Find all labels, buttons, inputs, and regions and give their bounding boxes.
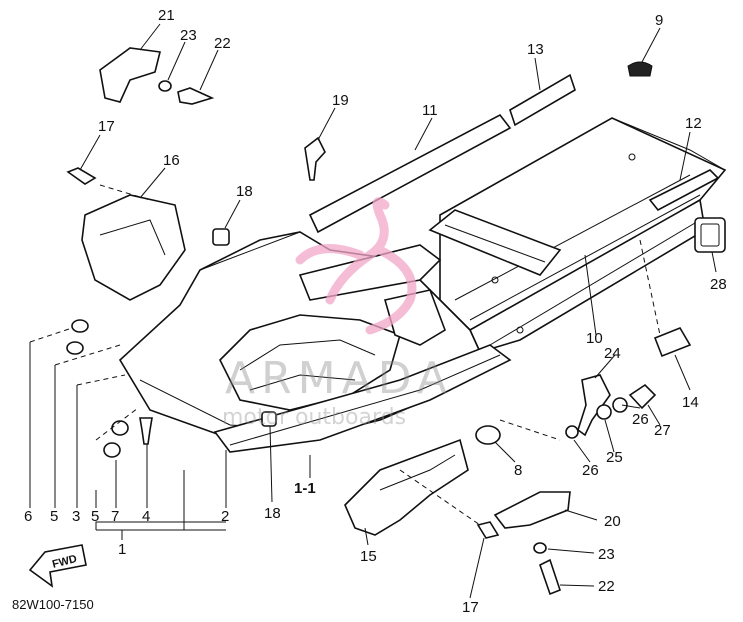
- part-13-strip: [509, 73, 576, 127]
- callout-27: 27: [654, 422, 671, 439]
- callout-18-top: 18: [236, 183, 253, 200]
- callout-1: 1: [118, 541, 126, 558]
- callout-28: 28: [710, 276, 727, 293]
- callout-labels: 21 23 22 17 16 18 19 11 13 9 12 28 10 14…: [24, 7, 727, 616]
- callout-12: 12: [685, 115, 702, 132]
- callout-22-lower: 22: [598, 578, 615, 595]
- part-12-trim: [648, 169, 720, 212]
- part-24-lever: [577, 374, 611, 437]
- callout-11: 11: [422, 102, 438, 119]
- callout-7: 7: [111, 508, 119, 525]
- callout-18-lower: 18: [264, 505, 281, 522]
- part-27-bolt: [628, 383, 657, 410]
- watermark-brand: ARMADA: [225, 353, 453, 404]
- fwd-label: FWD: [51, 553, 78, 571]
- callout-5-a: 5: [50, 508, 58, 525]
- part-20-bracket: [493, 491, 571, 529]
- part-23-washer: [158, 80, 172, 92]
- part-4-pin: [139, 417, 153, 445]
- callout-25: 25: [606, 449, 623, 466]
- callout-26-b: 26: [582, 462, 599, 479]
- part-21-bracket: [99, 47, 161, 103]
- callout-20: 20: [604, 513, 621, 530]
- leader-lines: [29, 23, 717, 599]
- callout-5-b: 5: [91, 508, 99, 525]
- part-23-washer-lower: [533, 542, 547, 554]
- part-19-pin: [304, 136, 326, 181]
- callout-4: 4: [142, 508, 150, 525]
- part-11-panel: [308, 113, 512, 234]
- fwd-arrow: FWD: [28, 544, 87, 588]
- callout-19: 19: [332, 92, 349, 109]
- part-22-screw: [177, 87, 215, 105]
- part-15-cover: [344, 438, 469, 536]
- callout-3: 3: [72, 508, 80, 525]
- callout-6: 6: [24, 508, 32, 525]
- part-28-plug: [694, 217, 726, 253]
- part-17-bolt-lower: [476, 521, 500, 539]
- callout-2: 2: [221, 508, 229, 525]
- part-18-grommet-top: [212, 228, 230, 246]
- part-8-grommet: [475, 425, 501, 445]
- callout-9: 9: [655, 12, 663, 29]
- part-14-sticker: [653, 327, 692, 358]
- part-9-cap: [627, 61, 653, 77]
- callout-23-lower: 23: [598, 546, 615, 563]
- sub-reference: 1-1: [294, 480, 316, 497]
- callout-13: 13: [527, 41, 544, 58]
- callout-22: 22: [214, 35, 231, 52]
- diagram-code: 82W100-7150: [12, 597, 94, 612]
- callout-21: 21: [158, 7, 175, 24]
- callout-10: 10: [586, 330, 603, 347]
- callout-24: 24: [604, 345, 621, 362]
- callout-17-top: 17: [98, 118, 115, 135]
- part-6-grommet: [71, 319, 89, 333]
- part-25-washer: [596, 404, 612, 420]
- callout-23: 23: [180, 27, 197, 44]
- watermark-figure-icon: [295, 197, 417, 335]
- part-26-washer-b: [565, 425, 579, 439]
- part-5-grommet: [66, 341, 84, 355]
- part-17-bolt-top: [66, 167, 97, 185]
- callout-26-a: 26: [632, 411, 649, 428]
- callout-8: 8: [514, 462, 522, 479]
- part-22-screw-lower: [539, 558, 561, 596]
- part-26-washer-a: [612, 397, 628, 413]
- part-5-grommet-b: [111, 420, 129, 436]
- callout-16: 16: [163, 152, 180, 169]
- watermark-logo: ARMADA motor outboards: [222, 197, 453, 430]
- part-16-cover: [81, 194, 186, 301]
- callout-15: 15: [360, 548, 377, 565]
- callout-17-lower: 17: [462, 599, 479, 616]
- callout-14: 14: [682, 394, 699, 411]
- part-18-grommet-lower: [261, 411, 277, 427]
- part-7-grommet: [103, 442, 121, 458]
- watermark-tagline: motor outboards: [222, 405, 406, 430]
